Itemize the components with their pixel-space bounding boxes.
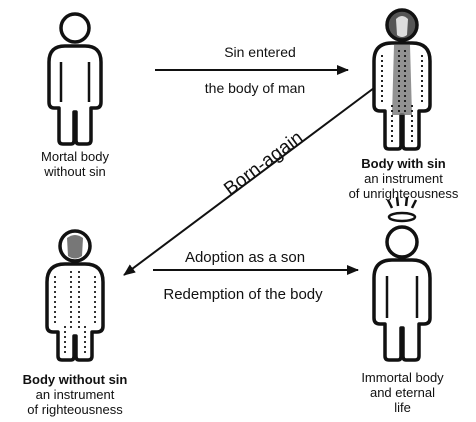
- caption-immortal-line-2: and eternal: [345, 386, 460, 401]
- bottom-arrow-label-1: Adoption as a son: [145, 249, 345, 266]
- figure-without-sin-icon: [47, 231, 103, 360]
- caption-without-sin-line-1: an instrument: [5, 388, 145, 403]
- caption-mortal-line-1: Mortal body: [20, 150, 130, 165]
- caption-without-sin-line-2: of righteousness: [5, 403, 145, 418]
- bottom-arrow-label-2: Redemption of the body: [118, 286, 368, 303]
- caption-with-sin-line-2: of unrighteousness: [336, 187, 471, 202]
- top-arrow-label-1: Sin entered: [195, 44, 325, 60]
- caption-with-sin: Body with sin an instrument of unrighteo…: [336, 157, 471, 202]
- figure-with-sin-icon: [374, 10, 430, 149]
- caption-immortal-line-1: Immortal body: [345, 371, 460, 386]
- caption-with-sin-line-1: an instrument: [336, 172, 471, 187]
- caption-immortal: Immortal body and eternal life: [345, 371, 460, 416]
- caption-mortal-line-2: without sin: [20, 165, 130, 180]
- figure-with-halo-icon: [374, 197, 430, 360]
- caption-mortal: Mortal body without sin: [20, 150, 130, 180]
- caption-immortal-line-3: life: [345, 401, 460, 416]
- caption-without-sin-title: Body without sin: [5, 373, 145, 388]
- plain-figure-icon: [49, 14, 101, 144]
- top-arrow-label-2: the body of man: [180, 80, 330, 96]
- born-again-label: Born-again: [220, 127, 307, 200]
- caption-without-sin: Body without sin an instrument of righte…: [5, 373, 145, 418]
- caption-with-sin-title: Body with sin: [336, 157, 471, 172]
